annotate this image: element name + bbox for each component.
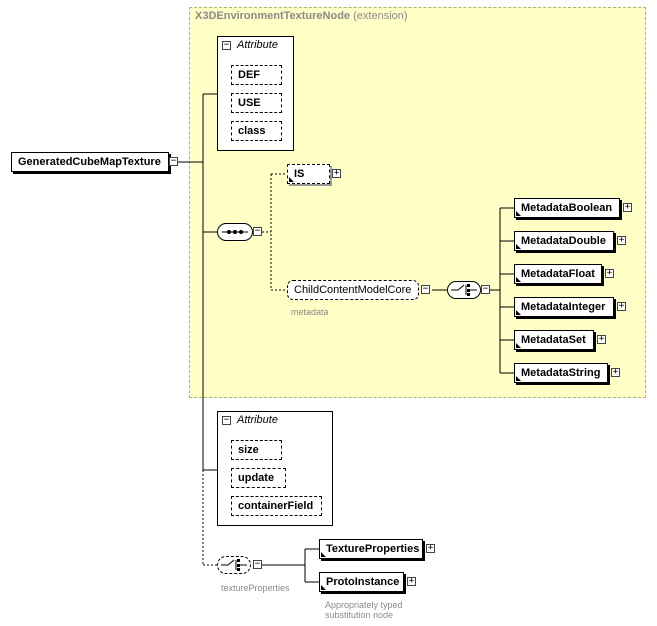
is-element[interactable]: IS <box>287 164 330 184</box>
collapse-icon[interactable]: − <box>481 284 490 294</box>
attribute-update[interactable]: update <box>231 468 286 488</box>
expand-icon[interactable]: + <box>332 168 341 178</box>
child-content-group[interactable]: ChildContentModelCore <box>287 280 419 300</box>
metadata-string-element[interactable]: MetadataString <box>514 363 608 383</box>
child-group-annotation: metadata <box>291 307 329 317</box>
attribute-size[interactable]: size <box>231 440 282 460</box>
proto-instance-element[interactable]: ProtoInstance <box>319 572 404 592</box>
expand-icon[interactable]: + <box>407 576 416 586</box>
collapse-icon[interactable]: − <box>222 415 231 425</box>
texture-properties-element[interactable]: TextureProperties <box>319 539 423 559</box>
metadata-double-element[interactable]: MetadataDouble <box>514 231 614 251</box>
collapse-icon[interactable]: − <box>253 559 262 569</box>
collapse-icon[interactable]: − <box>253 226 262 236</box>
expand-icon[interactable]: + <box>605 268 614 278</box>
root-element[interactable]: GeneratedCubeMapTexture <box>11 152 169 172</box>
sequence-compositor-icon <box>217 223 253 241</box>
metadata-float-element[interactable]: MetadataFloat <box>514 264 602 284</box>
choice-icon <box>451 284 477 296</box>
collapse-icon[interactable]: − <box>169 156 178 166</box>
expand-icon[interactable]: + <box>597 334 606 344</box>
attribute-def[interactable]: DEF <box>231 65 282 85</box>
texture-choice-annotation: textureProperties <box>221 583 290 593</box>
choice-compositor-icon <box>447 281 481 299</box>
choice-icon <box>221 559 247 571</box>
attribute-header: Attribute <box>237 414 278 426</box>
extension-title: X3DEnvironmentTextureNode (extension) <box>195 10 408 22</box>
expand-icon[interactable]: + <box>617 235 626 245</box>
sequence-icon <box>222 230 248 234</box>
expand-icon[interactable]: + <box>611 367 620 377</box>
attribute-containerfield[interactable]: containerField <box>231 496 322 516</box>
attribute-class[interactable]: class <box>231 121 282 141</box>
expand-icon[interactable]: + <box>426 543 435 553</box>
expand-icon[interactable]: + <box>617 301 626 311</box>
metadata-set-element[interactable]: MetadataSet <box>514 330 594 350</box>
collapse-icon[interactable]: − <box>421 284 430 294</box>
metadata-boolean-element[interactable]: MetadataBoolean <box>514 198 620 218</box>
texture-choice-compositor-icon <box>217 556 251 574</box>
attribute-header: Attribute <box>237 39 278 51</box>
collapse-icon[interactable]: − <box>222 40 231 50</box>
attribute-use[interactable]: USE <box>231 93 282 113</box>
expand-icon[interactable]: + <box>623 202 632 212</box>
metadata-integer-element[interactable]: MetadataInteger <box>514 297 614 317</box>
